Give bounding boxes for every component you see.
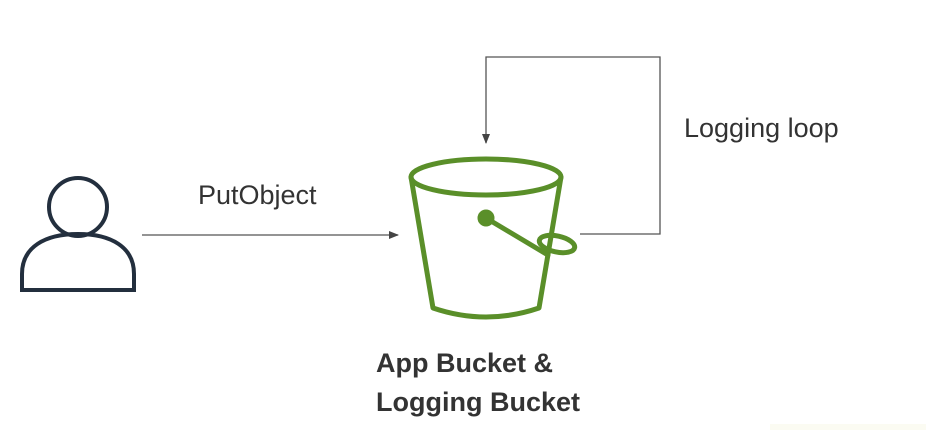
logging-loop-arrow bbox=[482, 56, 661, 235]
bucket-title-line1: App Bucket & bbox=[376, 348, 554, 378]
bucket-title: App Bucket & Logging Bucket bbox=[376, 344, 580, 422]
corner-band bbox=[770, 424, 926, 430]
bucket-icon bbox=[408, 156, 578, 320]
put-object-label: PutObject bbox=[198, 180, 317, 210]
user-icon bbox=[20, 176, 136, 292]
logging-loop-label: Logging loop bbox=[684, 113, 839, 143]
bucket-title-line2: Logging Bucket bbox=[376, 387, 580, 417]
